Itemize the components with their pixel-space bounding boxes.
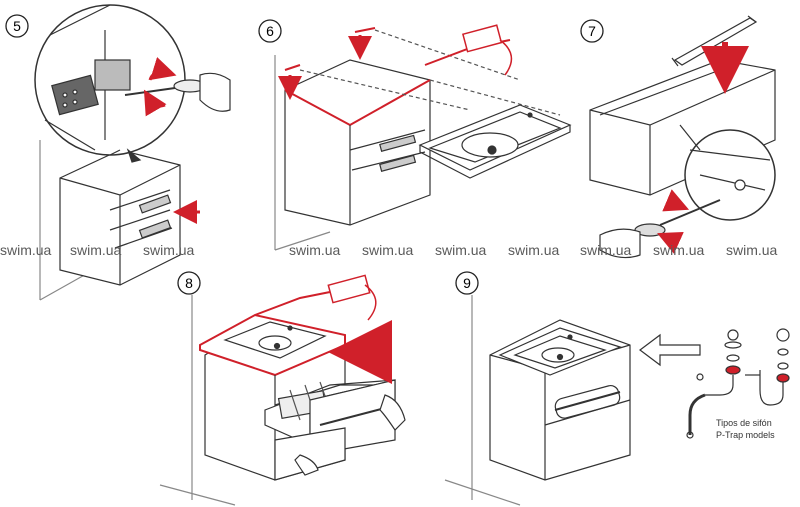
step-8-circle: [177, 271, 201, 295]
step-7-number: 7: [588, 23, 596, 39]
step-7-illustration: [589, 15, 776, 259]
watermark: swim.ua: [362, 242, 414, 258]
siphon-label-en: P-Trap models: [716, 430, 775, 440]
step-6-illustration: [274, 24, 572, 251]
step-9-illustration: [444, 295, 790, 506]
watermark: swim.ua: [435, 242, 487, 258]
siphon-label-es: Tipos de sifón: [716, 418, 772, 428]
watermark: swim.ua: [726, 242, 778, 258]
watermark: swim.ua: [289, 242, 341, 258]
watermark: swim.ua: [0, 242, 52, 258]
step-9-number: 9: [463, 275, 471, 291]
watermark: swim.ua: [653, 242, 705, 258]
step-5-circle: [5, 14, 29, 38]
step-6-circle: [258, 19, 282, 43]
step-9-circle: [455, 271, 479, 295]
step-8-illustration: [159, 274, 406, 506]
step-8-number: 8: [185, 275, 193, 291]
step-number-circles: [5, 14, 604, 295]
watermark: swim.ua: [580, 242, 632, 258]
step-6-number: 6: [266, 23, 274, 39]
watermark: swim.ua: [508, 242, 560, 258]
step-5-illustration: [34, 4, 231, 301]
step-7-circle: [580, 19, 604, 43]
step-5-number: 5: [13, 18, 21, 34]
watermark: swim.ua: [70, 242, 122, 258]
watermark: swim.ua: [143, 242, 195, 258]
